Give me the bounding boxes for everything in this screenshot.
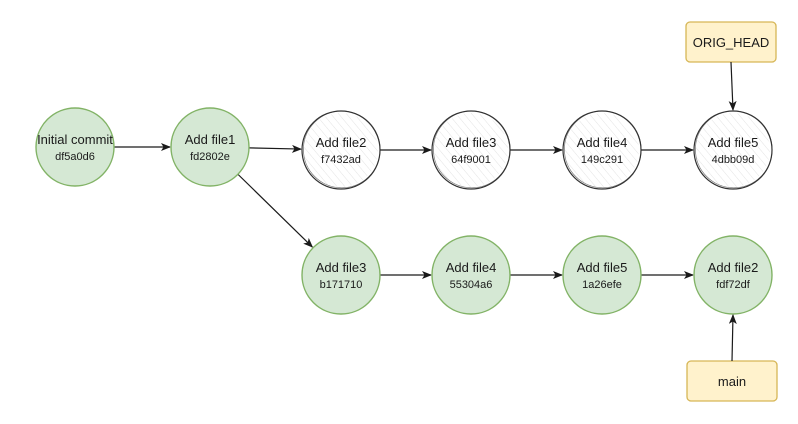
edge-c1-to-c2 — [248, 144, 303, 153]
commit-circle — [562, 235, 642, 315]
ref-label: ORIG_HEAD — [693, 35, 770, 50]
commit-node[interactable]: Add file3 64f9001 — [431, 110, 511, 190]
commit-hash: 64f9001 — [451, 154, 491, 166]
commit-node[interactable]: Add file2 fdf72df — [693, 235, 773, 315]
commit-title: Initial commit — [37, 132, 113, 147]
commit-title: Add file2 — [316, 135, 367, 150]
commit-title: Add file3 — [446, 135, 497, 150]
commit-title: Add file3 — [316, 260, 367, 275]
commit-hatch — [565, 113, 639, 187]
commit-hash: 4dbb09d — [712, 154, 755, 166]
commit-node[interactable]: Add file2 f7432ad — [301, 110, 381, 190]
commit-node[interactable]: Add file4 55304a6 — [431, 235, 511, 315]
edges-layer — [114, 143, 694, 279]
commit-hatch — [696, 113, 770, 187]
commit-sketch-outline — [564, 110, 642, 189]
commit-hash: 1a26efe — [582, 279, 622, 291]
commit-node[interactable]: Add file3 b171710 — [301, 235, 381, 315]
commit-title: Add file4 — [577, 135, 628, 150]
commit-circle — [170, 107, 250, 187]
commit-title: Add file5 — [577, 260, 628, 275]
edge-c1-to-r3 — [237, 173, 314, 248]
commit-circle — [301, 235, 381, 315]
ref-orig[interactable]: ORIG_HEAD — [685, 21, 777, 111]
commit-sketch-outline — [433, 110, 511, 189]
commit-circle — [431, 235, 511, 315]
ref-pointer-orig — [728, 61, 737, 111]
commit-circle — [35, 107, 115, 187]
ref-pointer-main — [728, 314, 737, 362]
commit-hash: fd2802e — [190, 151, 230, 163]
commit-hash: f7432ad — [321, 154, 361, 166]
commit-hatch — [304, 113, 378, 187]
commit-sketch-outline — [303, 110, 381, 189]
commit-title: Add file5 — [708, 135, 759, 150]
ref-main[interactable]: main — [686, 314, 778, 402]
commit-node[interactable]: Add file5 1a26efe — [562, 235, 642, 315]
commit-node[interactable]: Add file4 149c291 — [562, 110, 642, 190]
ref-label: main — [718, 374, 746, 389]
commit-hash: b171710 — [320, 279, 363, 291]
commit-hatch — [434, 113, 508, 187]
commit-node[interactable]: Initial commit df5a0d6 — [35, 107, 115, 187]
commit-hash: 149c291 — [581, 154, 623, 166]
commit-title: Add file1 — [185, 132, 236, 147]
commit-sketch-outline — [695, 110, 773, 189]
commit-circle — [693, 235, 773, 315]
commit-hash: 55304a6 — [450, 279, 493, 291]
commit-hash: df5a0d6 — [55, 151, 95, 163]
commit-hash: fdf72df — [716, 279, 751, 291]
commit-title: Add file2 — [708, 260, 759, 275]
commit-node[interactable]: Add file5 4dbb09d — [693, 110, 773, 190]
commit-node[interactable]: Add file1 fd2802e — [170, 107, 250, 187]
commit-title: Add file4 — [446, 260, 497, 275]
